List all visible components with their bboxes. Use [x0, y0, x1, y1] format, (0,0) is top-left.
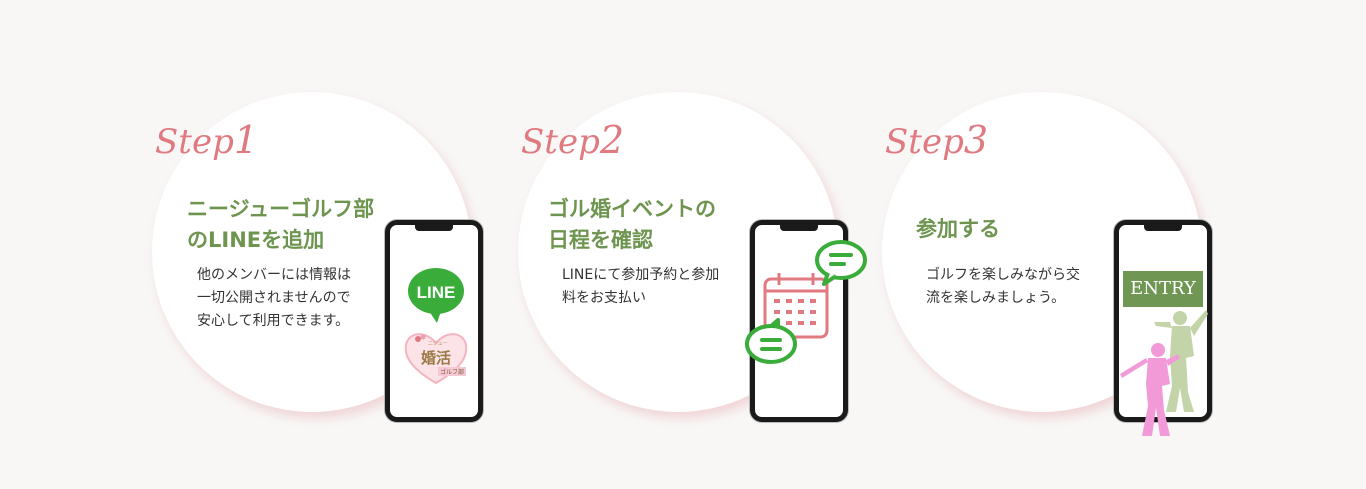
- step-1-desc-line2: 一切公開されませんので: [197, 290, 351, 306]
- step-2-desc-line1: LINEにて参加予約と参加: [562, 267, 720, 283]
- golfer-green-icon: [1154, 310, 1208, 412]
- step-2-description: LINEにて参加予約と参加 料をお支払い: [562, 264, 719, 310]
- entry-button[interactable]: ENTRY: [1123, 271, 1203, 307]
- chat-bubble-top-icon: [815, 240, 867, 286]
- konkatsu-golf-logo-icon: ニジュー 婚活 ゴルフ部: [404, 333, 468, 385]
- step-3-desc-line1: ゴルフを楽しみながら交: [926, 267, 1080, 283]
- step-1-title-line2: のLINEを追加: [187, 228, 325, 252]
- step-2-title-line2: 日程を確認: [548, 228, 653, 252]
- phone-notch: [1144, 225, 1182, 231]
- brand-small-text: ニジュー: [428, 341, 448, 347]
- step-1-desc-line3: 安心して利用できます。: [197, 313, 350, 329]
- step-2-desc-line2: 料をお支払い: [562, 290, 646, 306]
- step-1-phone: LINE ニジュー 婚活 ゴルフ部: [385, 220, 483, 422]
- step-2-title: ゴル婚イベントの 日程を確認: [548, 194, 716, 256]
- step-1-title-line1: ニージューゴルフ部: [187, 197, 375, 221]
- step-3-description: ゴルフを楽しみながら交 流を楽しみましょう。: [926, 264, 1080, 310]
- golfer-pink-icon: [1120, 343, 1180, 436]
- step-2-label: Step2: [521, 118, 624, 162]
- line-logo-icon: LINE: [408, 268, 464, 323]
- brand-main-text: 婚活: [421, 349, 451, 367]
- step-2-label-text: Step: [521, 122, 600, 162]
- step-3-label: Step3: [885, 118, 988, 162]
- phone-notch: [780, 225, 818, 231]
- step-1-description: 他のメンバーには情報は 一切公開されませんので 安心して利用できます。: [197, 264, 351, 333]
- step-2-number: 2: [599, 118, 625, 162]
- calendar-icon: [763, 273, 829, 339]
- step-1-label: Step1: [155, 118, 258, 162]
- step-3-title: 参加する: [916, 214, 1000, 245]
- step-1-number: 1: [233, 118, 259, 162]
- phone-notch: [415, 225, 453, 231]
- step-3-desc-line2: 流を楽しみましょう。: [926, 290, 1066, 306]
- step-3-label-text: Step: [885, 122, 964, 162]
- step-3-number: 3: [963, 118, 989, 162]
- step-2-title-line1: ゴル婚イベントの: [548, 197, 716, 221]
- step-2-phone: [750, 220, 848, 422]
- line-logo-text: LINE: [417, 283, 456, 302]
- step-3-title-line1: 参加する: [916, 217, 1000, 241]
- step-1-desc-line1: 他のメンバーには情報は: [197, 267, 351, 283]
- brand-sub-text: ゴルフ部: [440, 368, 464, 376]
- step-1-label-text: Step: [155, 122, 234, 162]
- chat-bubble-bottom-icon: [745, 318, 797, 364]
- step-1-title: ニージューゴルフ部 のLINEを追加: [187, 194, 374, 256]
